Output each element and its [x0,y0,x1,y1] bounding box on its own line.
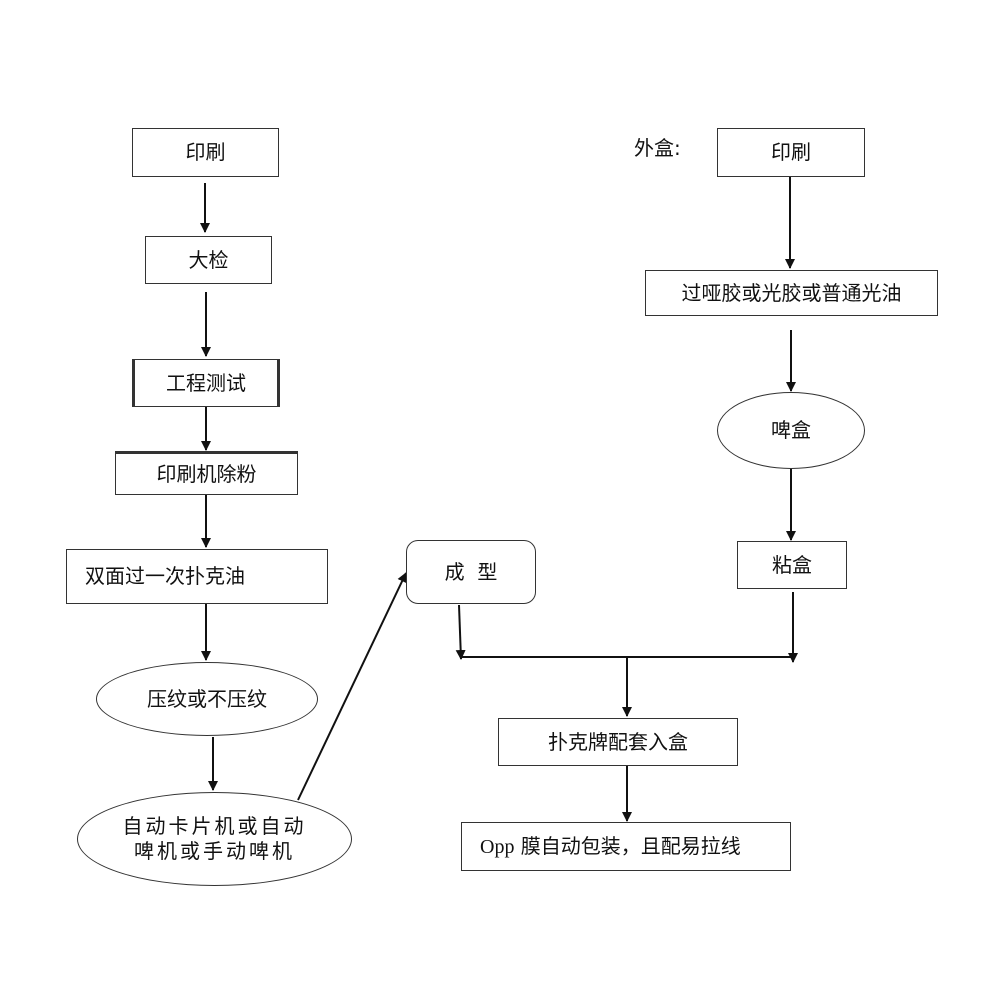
outer-box-label: 外盒: [634,136,681,160]
node-assemble-into-box: 扑克牌配套入盒 [498,718,738,766]
node-engineering-test: 工程测试 [132,359,280,407]
node-forming: 成 型 [406,540,536,604]
node-outer-print-label: 印刷 [771,140,811,164]
arrow-cutting-to-forming [297,572,407,801]
node-embossing: 压纹或不压纹 [96,662,318,736]
packaging-text: 膜自动包装，且配易拉线 [514,833,741,858]
node-engineering-test-label: 工程测试 [166,370,246,395]
node-card-cutting-line2: 啤机或手动啤机 [134,839,295,863]
node-box-gluing: 粘盒 [737,541,847,589]
node-forming-label: 成 型 [444,559,498,584]
node-embossing-label: 压纹或不压纹 [147,686,267,711]
node-poker-oil-label: 双面过一次扑克油 [85,564,245,588]
node-box-gluing-label: 粘盒 [772,552,812,577]
node-box-diecut: 啤盒 [717,392,865,469]
node-inspection: 大检 [145,236,272,284]
node-opp-packaging-label: Opp 膜自动包装，且配易拉线 [480,834,741,860]
node-print: 印刷 [132,128,279,177]
node-coating-label: 过哑胶或光胶或普通光油 [681,280,902,305]
node-card-cutting: 自动卡片机或自动 啤机或手动啤机 [77,792,352,886]
node-print-label: 印刷 [185,140,226,164]
node-opp-packaging: Opp 膜自动包装，且配易拉线 [461,822,791,871]
node-powder-removal: 印刷机除粉 [115,451,298,495]
node-outer-print: 印刷 [717,128,865,177]
node-poker-oil: 双面过一次扑克油 [66,549,328,604]
node-box-diecut-label: 啤盒 [771,418,811,442]
node-assemble-into-box-label: 扑克牌配套入盒 [548,729,688,754]
node-inspection-label: 大检 [188,247,229,272]
opp-text: Opp [480,835,515,858]
arrow-forming-down [455,604,466,660]
node-card-cutting-line1: 自动卡片机或自动 [122,814,307,838]
node-coating: 过哑胶或光胶或普通光油 [645,270,938,316]
node-powder-removal-label: 印刷机除粉 [156,461,257,486]
